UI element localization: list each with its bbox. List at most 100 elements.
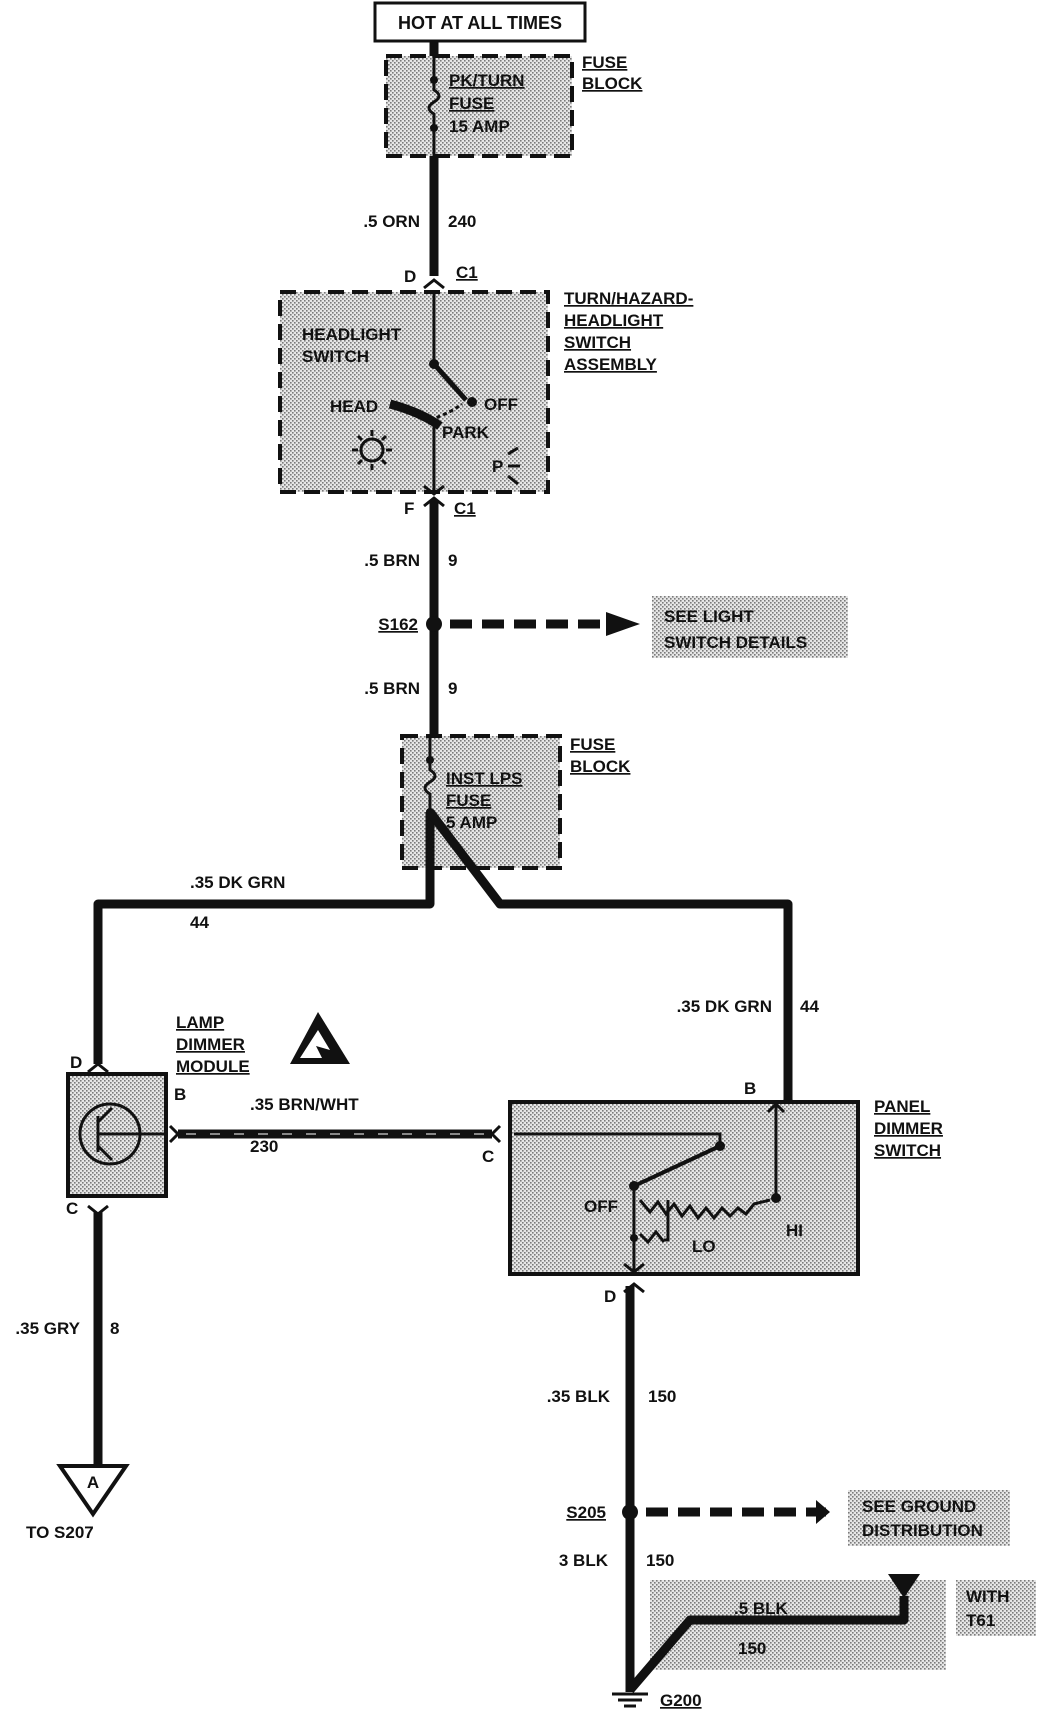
wire-44-left: [93, 812, 435, 1064]
dimmer-pos-hi: HI: [786, 1221, 803, 1240]
t61-label-box: [956, 1580, 1036, 1636]
panel-dimmer-label-3: SWITCH: [874, 1141, 941, 1160]
dimmer-wiper-icon: [633, 1144, 721, 1188]
fuse-pk-turn-rating: 15 AMP: [449, 117, 510, 136]
wire-230-gauge: .35 BRN/WHT: [250, 1095, 359, 1114]
fuse-pk-turn: PK/TURN FUSE 15 AMP: [384, 54, 574, 158]
svg-text:P: P: [492, 457, 503, 476]
s205-ref-line-1: SEE GROUND: [862, 1497, 976, 1516]
headlight-switch-assembly: HEADLIGHT SWITCH HEAD OFF PARK P: [278, 290, 550, 494]
s162-ref-line-2: SWITCH DETAILS: [664, 633, 807, 652]
pin-f-label: F: [404, 499, 414, 518]
wire-150-t61: [626, 1596, 909, 1693]
splice-s205-dot: [622, 1504, 638, 1520]
panel-dimmer-label-1: PANEL: [874, 1097, 930, 1116]
ground-g200-label: G200: [660, 1691, 702, 1710]
park-lamp-icon: P: [492, 446, 520, 486]
fuse-block2-label-2: BLOCK: [570, 757, 631, 776]
wire-150-t61-gauge: .5 BLK: [734, 1599, 789, 1618]
panel-dimmer-pin-d: D: [604, 1287, 616, 1306]
connector-d-icon: [423, 278, 445, 290]
fuse-element-icon: [427, 56, 441, 156]
panel-dimmer-pin-b: B: [744, 1079, 756, 1098]
lamp-dimmer-module: [66, 1072, 168, 1198]
s162-ref-line-1: SEE LIGHT: [664, 607, 754, 626]
switch-blade-icon: [432, 362, 468, 402]
splice-s162-dot: [426, 616, 442, 632]
t61-connector-icon: [888, 1574, 920, 1598]
connector-f-icon: [423, 484, 445, 496]
svg-text:HOT AT ALL TIMES: HOT AT ALL TIMES: [398, 13, 562, 33]
wire-44-right-circuit: 44: [800, 997, 819, 1016]
s205-ref-box: [848, 1490, 1010, 1546]
headlight-switch-label-2: SWITCH: [302, 347, 369, 366]
switch-assembly-title-4: ASSEMBLY: [564, 355, 658, 374]
s205-arrow-icon: [816, 1500, 830, 1524]
fuse-block-label-1: FUSE: [582, 53, 627, 72]
headlamp-sun-icon: [352, 430, 392, 470]
t61-shaded-area: [650, 1580, 946, 1670]
fuse-pk-turn-type: FUSE: [449, 94, 494, 113]
wire-9b-gauge: .5 BRN: [364, 679, 420, 698]
switch-assembly-title-2: HEADLIGHT: [564, 311, 664, 330]
svg-text:A: A: [87, 1473, 99, 1492]
wire-150a-gauge: .35 BLK: [547, 1387, 611, 1406]
pin-d-label: D: [404, 267, 416, 286]
lamp-dimmer-label-1: LAMP: [176, 1013, 224, 1032]
headlight-switch-label-1: HEADLIGHT: [302, 325, 402, 344]
panel-dimmer-pin-c: C: [482, 1147, 494, 1166]
lamp-dimmer-label-2: DIMMER: [176, 1035, 245, 1054]
panel-dimmer-label-2: DIMMER: [874, 1119, 943, 1138]
fuse-block2-label-1: FUSE: [570, 735, 615, 754]
t61-label-1: WITH: [966, 1587, 1009, 1606]
wire-9a-circuit: 9: [448, 551, 457, 570]
wire-150b-circuit: 150: [646, 1551, 674, 1570]
fuse-inst-name: INST LPS: [446, 769, 523, 788]
ground-icon: [612, 1692, 648, 1708]
wire-44-right-gauge: .35 DK GRN: [677, 997, 772, 1016]
lamp-dimmer-label-3: MODULE: [176, 1057, 250, 1076]
esd-warning-icon: [290, 1012, 350, 1064]
connector-a-to-label: TO S207: [26, 1523, 94, 1542]
dimmer-pos-lo: LO: [692, 1237, 716, 1256]
wire-230-circuit: 230: [250, 1137, 278, 1156]
fuse-inst-rating: 5 AMP: [446, 813, 497, 832]
power-source-label: HOT AT ALL TIMES: [373, 1, 587, 43]
pos-park-label: PARK: [442, 423, 490, 442]
panel-dimmer-switch: OFF LO HI: [508, 1100, 860, 1276]
fuse-block-label-2: BLOCK: [582, 74, 643, 93]
wire-8-circuit: 8: [110, 1319, 119, 1338]
wire-9b-circuit: 9: [448, 679, 457, 698]
conn-c1-in-label: C1: [456, 263, 478, 282]
fuse-inst-lps: INST LPS FUSE 5 AMP: [400, 734, 562, 870]
wire-240-gauge: .5 ORN: [363, 212, 420, 231]
wire-150-t61-circuit: 150: [738, 1639, 766, 1658]
dimmer-pos-off: OFF: [584, 1197, 618, 1216]
pos-off-label: OFF: [484, 395, 518, 414]
wire-150a-circuit: 150: [648, 1387, 676, 1406]
wire-44-right: [426, 809, 793, 1100]
wire-150b-gauge: 3 BLK: [559, 1551, 609, 1570]
wire-240-circuit: 240: [448, 212, 476, 231]
t61-label-2: T61: [966, 1611, 995, 1630]
lamp-dimmer-pin-c: C: [66, 1199, 78, 1218]
s205-ref-line-2: DISTRIBUTION: [862, 1521, 983, 1540]
pos-head-label: HEAD: [330, 397, 378, 416]
s162-arrow-icon: [606, 612, 640, 636]
head-contact-icon: [388, 399, 443, 430]
wire-9a-gauge: .5 BRN: [364, 551, 420, 570]
fuse-inst-type: FUSE: [446, 791, 491, 810]
lamp-dimmer-pin-b: B: [174, 1085, 186, 1104]
lamp-dimmer-pin-d: D: [70, 1053, 82, 1072]
splice-s205-label: S205: [566, 1503, 606, 1522]
rheostat-icon: [638, 1198, 771, 1221]
wire-44-left-gauge: .35 DK GRN: [190, 873, 285, 892]
switch-assembly-title-3: SWITCH: [564, 333, 631, 352]
s162-ref-box: [652, 596, 848, 658]
connector-a-icon: A: [56, 1464, 130, 1518]
wire-8-gauge: .35 GRY: [15, 1319, 80, 1338]
conn-c1-out-label: C1: [454, 499, 476, 518]
switch-assembly-title-1: TURN/HAZARD-: [564, 289, 693, 308]
wire-44-left-circuit: 44: [190, 913, 209, 932]
